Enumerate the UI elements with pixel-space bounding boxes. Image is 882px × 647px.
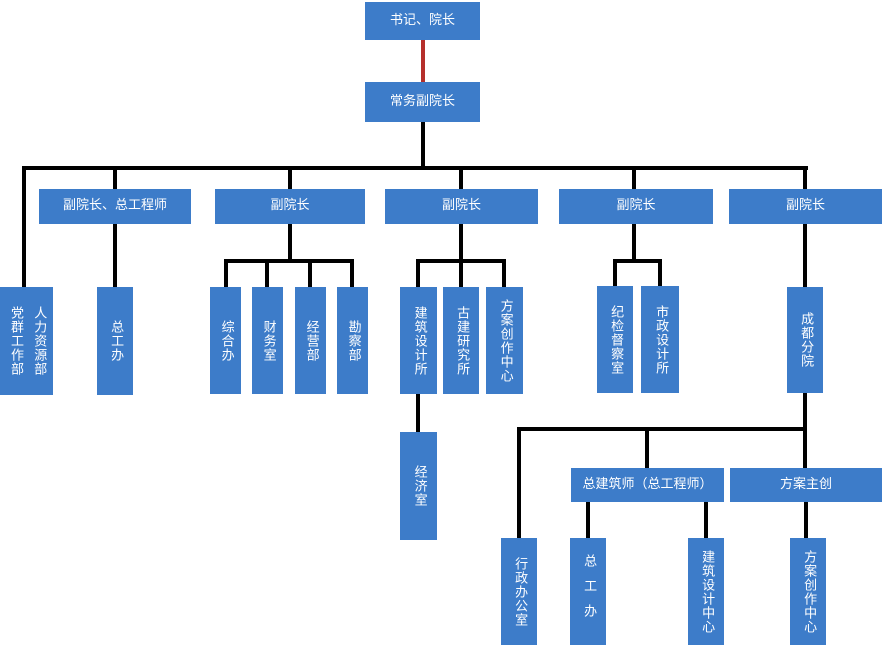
connector-rail2-jyb bbox=[308, 263, 312, 287]
node-label: 综合办 bbox=[218, 319, 234, 362]
node-label: 勘察部 bbox=[345, 319, 361, 362]
node-vp3: 副院长 bbox=[385, 189, 538, 224]
node-scheme-creation-center: 方案创作中心 bbox=[486, 287, 523, 394]
connector-rail-vp5 bbox=[803, 170, 807, 189]
connector-rail4 bbox=[613, 259, 662, 263]
connector-rail4-jjdcs bbox=[613, 259, 617, 286]
node-scheme-lead: 方案主创 bbox=[730, 468, 882, 502]
connector-rail5-admin bbox=[517, 431, 521, 538]
connector-rail-direct-dept bbox=[22, 170, 26, 287]
node-label: 副院长 bbox=[616, 198, 656, 214]
connector-rail3-jzsjs bbox=[416, 259, 420, 287]
node-label: 经济室 bbox=[411, 465, 427, 507]
connector-rail2-cws bbox=[265, 263, 269, 287]
node-vp-chief-engineer: 副院长、总工程师 bbox=[39, 189, 191, 224]
connector-rail5 bbox=[517, 427, 807, 431]
connector-chief-jzsjzx bbox=[704, 502, 708, 538]
connector-rail3 bbox=[416, 259, 506, 263]
node-label: 行政办公室 bbox=[512, 556, 528, 627]
connector-vp5-cdfy bbox=[803, 224, 807, 287]
node-municipal-design-institute: 市政设计所 bbox=[641, 286, 679, 393]
node-vp5: 副院长 bbox=[729, 189, 882, 224]
node-survey-dept: 勘察部 bbox=[337, 287, 368, 394]
node-label: 总工办 bbox=[581, 554, 597, 629]
node-discipline-inspection-office: 纪检督察室 bbox=[597, 286, 633, 393]
node-label: 总工办 bbox=[108, 320, 124, 362]
connector-vp4-rail4 bbox=[632, 224, 636, 259]
connector-rail-vp1 bbox=[113, 170, 117, 189]
node-vp4: 副院长 bbox=[559, 189, 713, 224]
connector-cdfy-rail5 bbox=[803, 392, 807, 427]
node-label: 纪检督察室 bbox=[608, 304, 624, 375]
node-secretary-dean: 书记、院长 bbox=[365, 2, 480, 40]
connector-main-rail bbox=[22, 166, 808, 170]
connector-root-executive bbox=[421, 40, 425, 82]
node-label: 副院长、总工程师 bbox=[62, 198, 167, 214]
node-finance-office: 财务室 bbox=[252, 287, 283, 394]
node-chengdu-branch: 成都分院 bbox=[787, 287, 823, 393]
node-label: 方案创作中心 bbox=[801, 549, 817, 634]
node-label: 古建研究所 bbox=[454, 305, 470, 376]
node-party-hr-dept: 党群工作部 人力资源部 bbox=[0, 287, 53, 395]
connector-rail3-faczzx bbox=[502, 259, 506, 287]
connector-rail3-gjyjs bbox=[459, 263, 463, 287]
node-executive-vice-dean: 常务副院长 bbox=[365, 82, 480, 122]
node-label: 方案主创 bbox=[779, 476, 832, 492]
connector-lead-faczzx bbox=[804, 502, 808, 538]
node-admin-office: 行政办公室 bbox=[501, 538, 537, 645]
node-label: 副院长 bbox=[441, 198, 481, 214]
node-general-office: 综合办 bbox=[210, 287, 241, 394]
connector-rail-vp3 bbox=[459, 170, 463, 189]
node-label-party: 党群工作部 bbox=[8, 306, 23, 376]
node-chief-architect: 总建筑师（总工程师） bbox=[571, 468, 724, 502]
connector-executive-rail bbox=[421, 122, 425, 166]
node-chengdu-chief-engineer-office: 总工办 bbox=[570, 538, 606, 645]
node-label: 经营部 bbox=[303, 319, 319, 362]
connector-rail-vp4 bbox=[632, 170, 636, 189]
connector-vp1-zgb bbox=[113, 224, 117, 287]
node-label: 市政设计所 bbox=[653, 304, 669, 375]
connector-vp2-rail2 bbox=[288, 224, 292, 259]
node-ancient-architecture-institute: 古建研究所 bbox=[443, 287, 479, 394]
connector-rail5-chief bbox=[645, 431, 649, 468]
node-architecture-design-institute: 建筑设计所 bbox=[400, 287, 437, 394]
node-label-hr: 人力资源部 bbox=[31, 306, 47, 376]
node-vp2: 副院长 bbox=[215, 189, 365, 224]
connector-rail5-lead bbox=[803, 431, 807, 468]
node-chief-engineer-office: 总工办 bbox=[97, 287, 133, 395]
node-architecture-design-center: 建筑设计中心 bbox=[688, 538, 724, 645]
node-label: 建筑设计所 bbox=[411, 305, 427, 376]
connector-rail-vp2 bbox=[288, 170, 292, 189]
node-label: 总建筑师（总工程师） bbox=[582, 476, 713, 492]
connector-vp3-rail3 bbox=[459, 224, 463, 259]
node-operations-dept: 经营部 bbox=[295, 287, 326, 394]
connector-rail2-zhb bbox=[224, 259, 228, 287]
node-label: 副院长 bbox=[785, 198, 825, 214]
node-label: 书记、院长 bbox=[389, 12, 455, 28]
node-label: 财务室 bbox=[260, 319, 276, 362]
node-label: 成都分院 bbox=[798, 312, 814, 368]
node-label: 常务副院长 bbox=[389, 93, 455, 109]
node-label: 建筑设计中心 bbox=[699, 549, 715, 634]
connector-jzsjs-jjs bbox=[416, 394, 420, 432]
connector-rail2 bbox=[224, 259, 354, 263]
connector-chief-zgb2 bbox=[586, 502, 590, 538]
connector-rail2-kcb bbox=[350, 259, 354, 287]
connector-rail4-szsjs bbox=[658, 259, 662, 286]
node-economy-office: 经济室 bbox=[400, 432, 437, 540]
node-scheme-creation-center-chengdu: 方案创作中心 bbox=[790, 538, 826, 645]
node-label: 方案创作中心 bbox=[497, 298, 513, 383]
node-label: 副院长 bbox=[270, 198, 310, 214]
